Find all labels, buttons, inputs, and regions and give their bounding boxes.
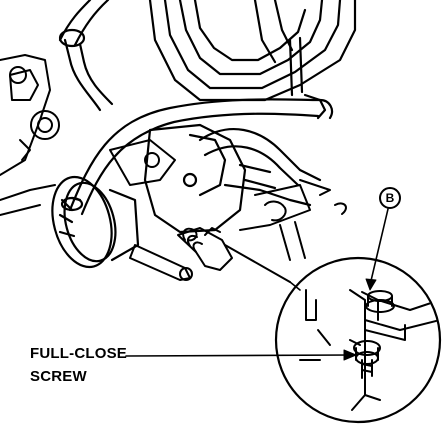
callout-b-letter: B <box>386 191 395 205</box>
vacuum-diaphragm <box>51 175 140 269</box>
throttle-linkage <box>129 227 233 281</box>
callout-b-arrowhead <box>365 278 377 291</box>
full-close-screw-leader <box>125 349 357 361</box>
throttle-body <box>143 123 322 234</box>
callout-b: B <box>365 187 401 291</box>
magnifier-connector-line <box>289 281 301 291</box>
magnified-detail-contents <box>299 289 439 411</box>
cylinder-head-block <box>0 54 176 216</box>
callout-b-leader <box>369 208 389 286</box>
magnified-detail-circle <box>274 256 442 424</box>
full-close-screw-label-line1: FULL-CLOSE <box>30 345 127 362</box>
full-close-screw-label-line2: SCREW <box>30 368 87 385</box>
callout-b-circle <box>379 187 401 209</box>
right-bracket <box>224 179 347 283</box>
vacuum-hose <box>58 0 334 216</box>
